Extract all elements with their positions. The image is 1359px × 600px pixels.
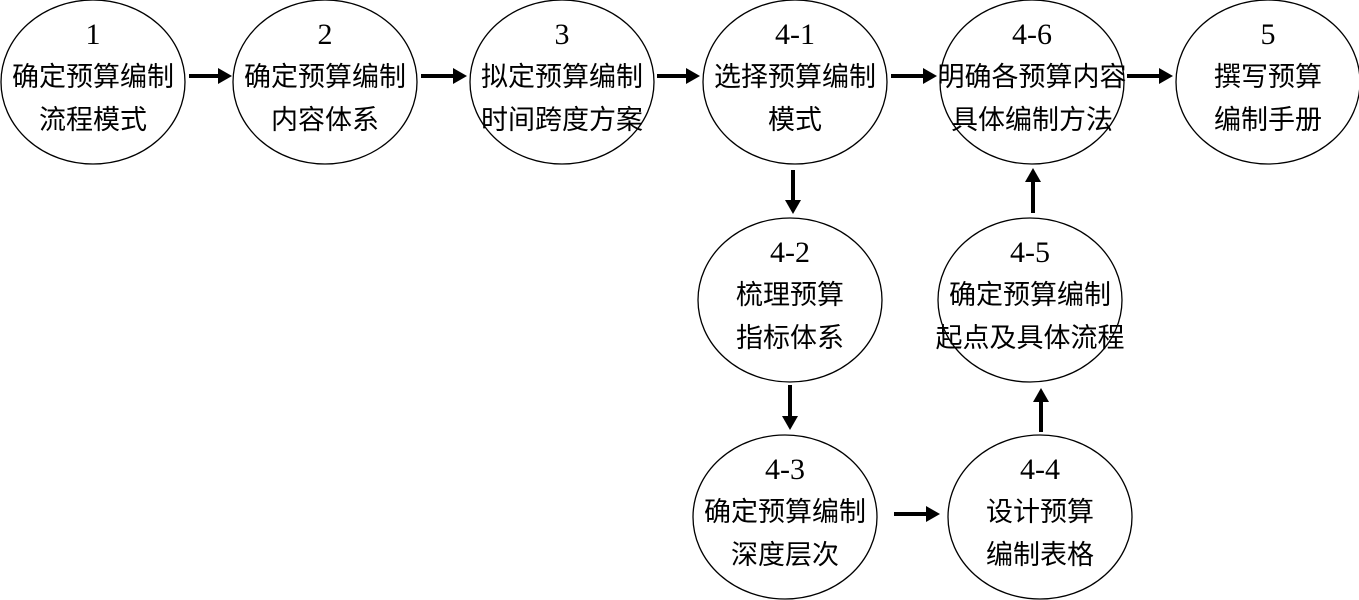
- arrow-head: [923, 68, 937, 84]
- node-text-line: 确定预算编制: [704, 497, 866, 528]
- node-text-line: 编制表格: [986, 540, 1094, 571]
- arrow-head: [1033, 388, 1049, 402]
- node-text-line: 内容体系: [271, 105, 379, 136]
- node-number: 4-6: [1012, 18, 1052, 51]
- node-circle: [937, 217, 1123, 383]
- arrow-3-to-4-1: [657, 68, 700, 84]
- node-number: 4-3: [765, 453, 805, 486]
- arrow-head: [1025, 168, 1041, 182]
- arrow-head: [453, 68, 467, 84]
- node-text-line: 拟定预算编制: [481, 62, 643, 93]
- arrow-4-1-to-4-6: [891, 68, 937, 84]
- node-text-line: 模式: [768, 105, 822, 136]
- arrow-1-to-2: [189, 68, 232, 84]
- node-number: 4-4: [1020, 453, 1060, 486]
- node-text-line: 起点及具体流程: [936, 323, 1125, 354]
- node-text-line: 明确各预算内容: [938, 62, 1127, 93]
- arrow-4-2-to-4-3: [782, 385, 798, 430]
- arrow-head: [218, 68, 232, 84]
- node-number: 2: [318, 18, 333, 51]
- arrow-head: [926, 506, 940, 522]
- arrow-head: [686, 68, 700, 84]
- node-circle: [1175, 0, 1359, 165]
- node-text-line: 深度层次: [731, 540, 839, 571]
- node-text-line: 撰写预算: [1214, 62, 1322, 93]
- node-text-line: 确定预算编制: [244, 62, 406, 93]
- node-text-line: 具体编制方法: [951, 105, 1113, 136]
- node-number: 4-1: [775, 18, 815, 51]
- arrow-4-6-to-5: [1127, 68, 1173, 84]
- node-text-line: 编制手册: [1214, 105, 1322, 136]
- edges: [189, 68, 1173, 522]
- arrow-4-1-to-4-2: [785, 170, 801, 214]
- node-text-line: 设计预算: [986, 497, 1094, 528]
- node-number: 4-5: [1010, 236, 1050, 269]
- node-text-line: 梳理预算: [736, 280, 844, 311]
- node-number: 4-2: [770, 236, 810, 269]
- arrow-2-to-3: [421, 68, 467, 84]
- node-circle: [939, 0, 1125, 165]
- node-number: 1: [86, 18, 101, 51]
- arrow-4-3-to-4-4: [894, 506, 940, 522]
- arrow-head: [785, 200, 801, 214]
- node-circle: [469, 0, 655, 165]
- node-circle: [0, 0, 186, 165]
- node-text-line: 确定预算编制: [12, 62, 174, 93]
- node-circle: [947, 434, 1133, 600]
- node-circle: [702, 0, 888, 165]
- arrow-4-5-to-4-6: [1025, 168, 1041, 213]
- arrow-head: [1159, 68, 1173, 84]
- node-circle: [697, 217, 883, 383]
- node-circle: [232, 0, 418, 165]
- node-number: 5: [1261, 18, 1276, 51]
- node-number: 3: [555, 18, 570, 51]
- node-text-line: 指标体系: [736, 323, 844, 354]
- node-circle: [692, 434, 878, 600]
- node-text-line: 选择预算编制: [714, 62, 876, 93]
- arrow-head: [782, 416, 798, 430]
- node-text-line: 时间跨度方案: [481, 105, 643, 136]
- node-text-line: 流程模式: [39, 105, 147, 136]
- arrow-4-4-to-4-5: [1033, 388, 1049, 432]
- node-text-line: 确定预算编制: [949, 280, 1111, 311]
